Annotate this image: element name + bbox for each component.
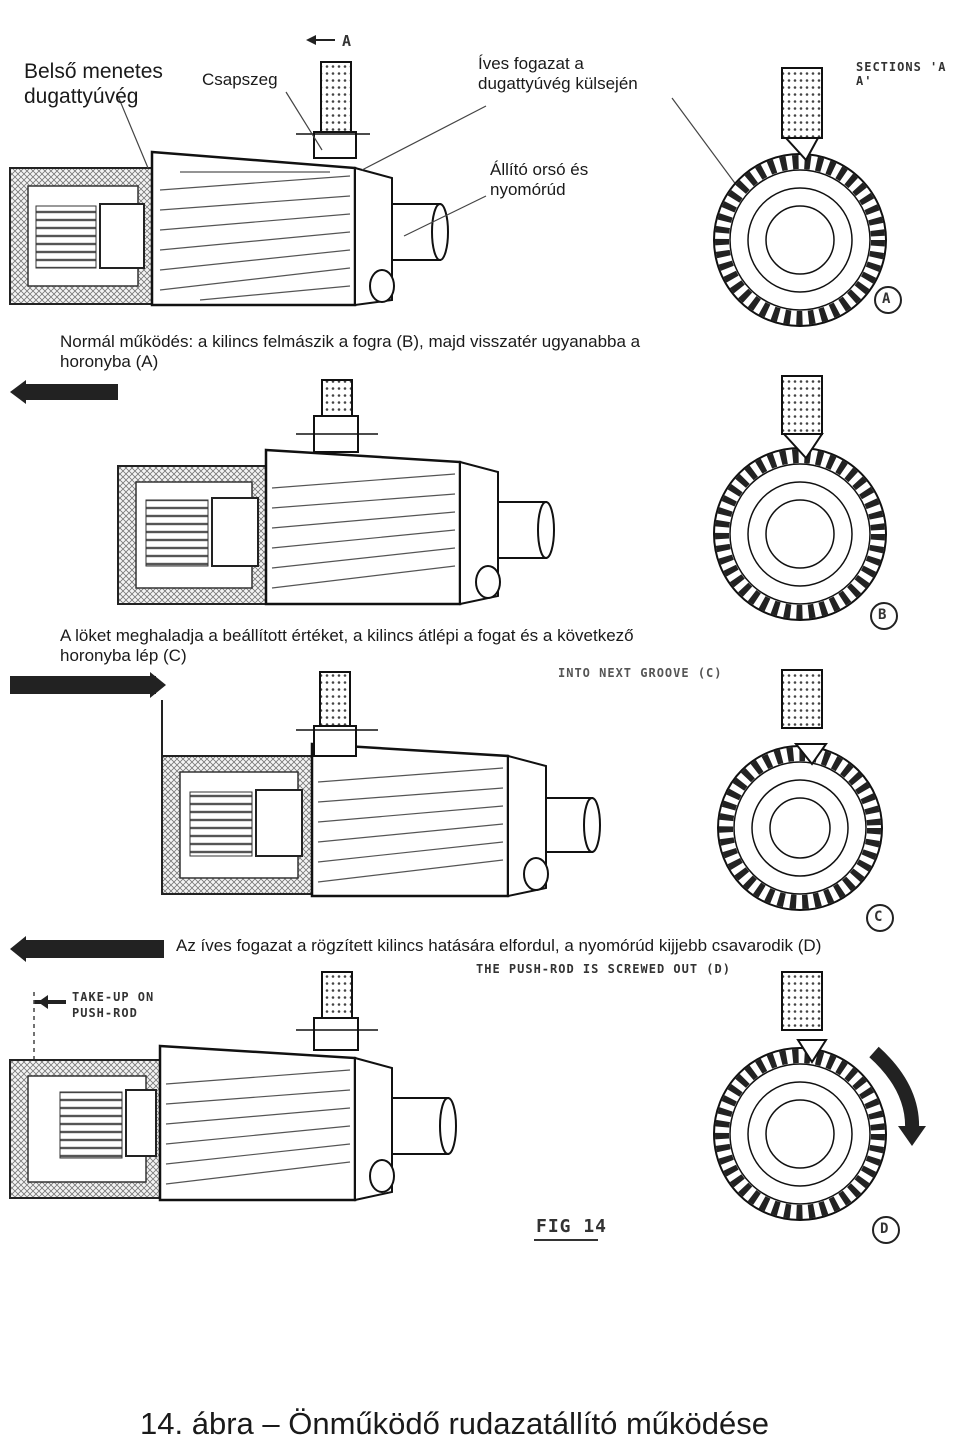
caption-normal-line2: horonyba (A) bbox=[60, 352, 159, 372]
text-takeup: TAKE-UP ON PUSH-ROD bbox=[72, 990, 154, 1021]
text-a-arrow: A bbox=[342, 32, 353, 50]
section-c bbox=[717, 669, 883, 911]
label-allito-line2: nyomórúd bbox=[490, 180, 566, 200]
rotation-arrow-d bbox=[869, 1046, 926, 1146]
label-csapszeg-text: Csapszeg bbox=[202, 70, 278, 89]
takeup-marker-d bbox=[33, 992, 66, 1060]
label-csapszeg: Csapszeg bbox=[202, 70, 278, 90]
push-rod-d bbox=[369, 1097, 457, 1193]
panel-c-drawing bbox=[10, 669, 883, 911]
badge-d-letter: D bbox=[880, 1221, 890, 1237]
label-allito-line1: Állító orsó és bbox=[490, 160, 589, 179]
piston-end-d bbox=[9, 1059, 161, 1199]
caption-ives: Az íves fogazat a rögzített kilincs hatá… bbox=[176, 936, 821, 956]
stroke-arrow-c bbox=[10, 672, 166, 760]
badge-c-letter: C bbox=[874, 909, 884, 925]
section-a bbox=[713, 67, 887, 327]
helical-sleeve-c bbox=[310, 742, 547, 898]
label-belso-menetes: Belső menetes dugattyúvég bbox=[24, 60, 163, 110]
text-sections: SECTIONS 'A A' bbox=[856, 60, 947, 88]
panel-a-drawing bbox=[9, 35, 887, 327]
text-into-next-groove: INTO NEXT GROOVE (C) bbox=[558, 666, 723, 680]
section-b bbox=[713, 375, 887, 621]
badge-a bbox=[874, 286, 902, 314]
label-allito-orso: Állító orsó és nyomórúd bbox=[490, 160, 588, 200]
push-rod-c bbox=[523, 797, 601, 891]
pawl-pin-b bbox=[296, 379, 378, 453]
push-rod-a bbox=[369, 203, 449, 303]
piston-end-c bbox=[161, 755, 313, 895]
badge-b bbox=[870, 602, 898, 630]
caption-ives-text: Az íves fogazat a rögzített kilincs hatá… bbox=[176, 936, 822, 955]
caption-loket-line1: A löket meghaladja a beállított értéket,… bbox=[60, 626, 634, 645]
pawl-pin-c bbox=[296, 671, 378, 757]
piston-end-a bbox=[9, 167, 153, 305]
panel-d-drawing bbox=[9, 936, 926, 1241]
label-ives-line2: dugattyúvég külsején bbox=[478, 74, 638, 94]
figure-title: 14. ábra – Önműködő rudazatállító működé… bbox=[140, 1406, 769, 1441]
panel-b-drawing bbox=[10, 375, 887, 621]
stroke-arrow-d bbox=[10, 936, 164, 962]
stroke-arrow-b bbox=[10, 380, 118, 404]
section-d bbox=[713, 971, 887, 1221]
pawl-pin-a bbox=[296, 35, 370, 159]
piston-end-b bbox=[117, 465, 267, 605]
pawl-pin-d bbox=[296, 971, 378, 1051]
label-belso-line1: Belső menetes bbox=[24, 60, 163, 83]
text-screwed-out: THE PUSH-ROD IS SCREWED OUT (D) bbox=[476, 962, 731, 976]
label-ives-fogazat: Íves fogazat a dugattyúvég külsején bbox=[478, 54, 638, 94]
helical-sleeve-b bbox=[264, 448, 499, 606]
badge-c bbox=[866, 904, 894, 932]
label-belso-line2: dugattyúvég bbox=[24, 84, 139, 108]
helical-sleeve-a bbox=[150, 150, 393, 307]
label-ives-line1: Íves fogazat a bbox=[478, 54, 584, 73]
push-rod-b bbox=[475, 501, 555, 599]
caption-normal: Normál működés: a kilincs felmászik a fo… bbox=[60, 332, 640, 372]
caption-loket-line2: horonyba lép (C) bbox=[60, 646, 187, 666]
badge-b-letter: B bbox=[878, 607, 888, 623]
text-takeup-line1: TAKE-UP ON bbox=[72, 990, 155, 1004]
leader-lines-a bbox=[117, 91, 741, 237]
text-fig: FIG 14 bbox=[536, 1216, 608, 1237]
text-takeup-line2: PUSH-ROD bbox=[72, 1005, 138, 1020]
caption-loket: A löket meghaladja a beállított értéket,… bbox=[60, 626, 634, 666]
helical-sleeve-d bbox=[158, 1044, 393, 1202]
caption-normal-line1: Normál működés: a kilincs felmászik a fo… bbox=[60, 332, 641, 351]
badge-d bbox=[872, 1216, 900, 1244]
badge-a-letter: A bbox=[882, 291, 892, 307]
